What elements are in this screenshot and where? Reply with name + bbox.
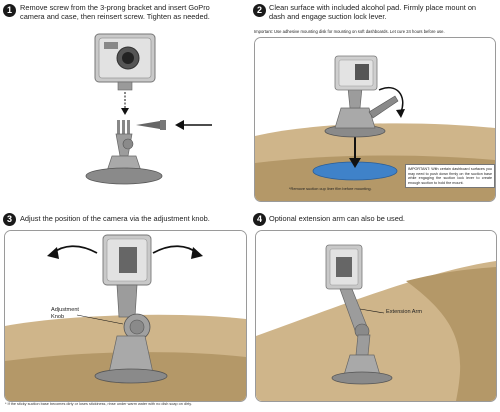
step-1-instruction: Remove screw from the 3-prong bracket an… — [20, 3, 210, 21]
step-4-instruction: Optional extension arm can also be used. — [269, 214, 405, 223]
extension-arm-label: Extension Arm — [386, 309, 423, 315]
step-1-number: 1 — [3, 4, 16, 17]
liner-film-label: *Remove suction cup liner film before mo… — [289, 186, 372, 191]
gopro-camera — [94, 33, 156, 91]
suction-lock-lever — [368, 95, 399, 119]
step-2-instruction: Clean surface with included alcohol pad.… — [269, 3, 477, 21]
extension-arm — [339, 288, 371, 356]
step-2-number: 2 — [253, 4, 266, 17]
suction-base — [85, 155, 163, 185]
step-1-illustration — [0, 28, 245, 200]
important-note: IMPORTANT: With certain dashboard surfac… — [405, 164, 495, 188]
step-4-number: 4 — [253, 213, 266, 226]
step-2-panel: *Remove suction cup liner film before mo… — [254, 37, 496, 202]
step-2-important: Important: Use adhesive mounting disk fo… — [254, 29, 445, 34]
step-3-footnote: * If the sticky suction base becomes dir… — [5, 402, 192, 406]
step-3-instruction: Adjust the position of the camera via th… — [20, 214, 210, 223]
screw-icon — [136, 120, 166, 130]
step-4-panel: Extension Arm — [255, 230, 497, 402]
step-3-number: 3 — [3, 213, 16, 226]
step-3-panel: Adjustment Knob — [4, 230, 247, 402]
adjustment-knob-label: Adjustment Knob — [51, 307, 79, 320]
three-prong-bracket — [117, 120, 130, 134]
